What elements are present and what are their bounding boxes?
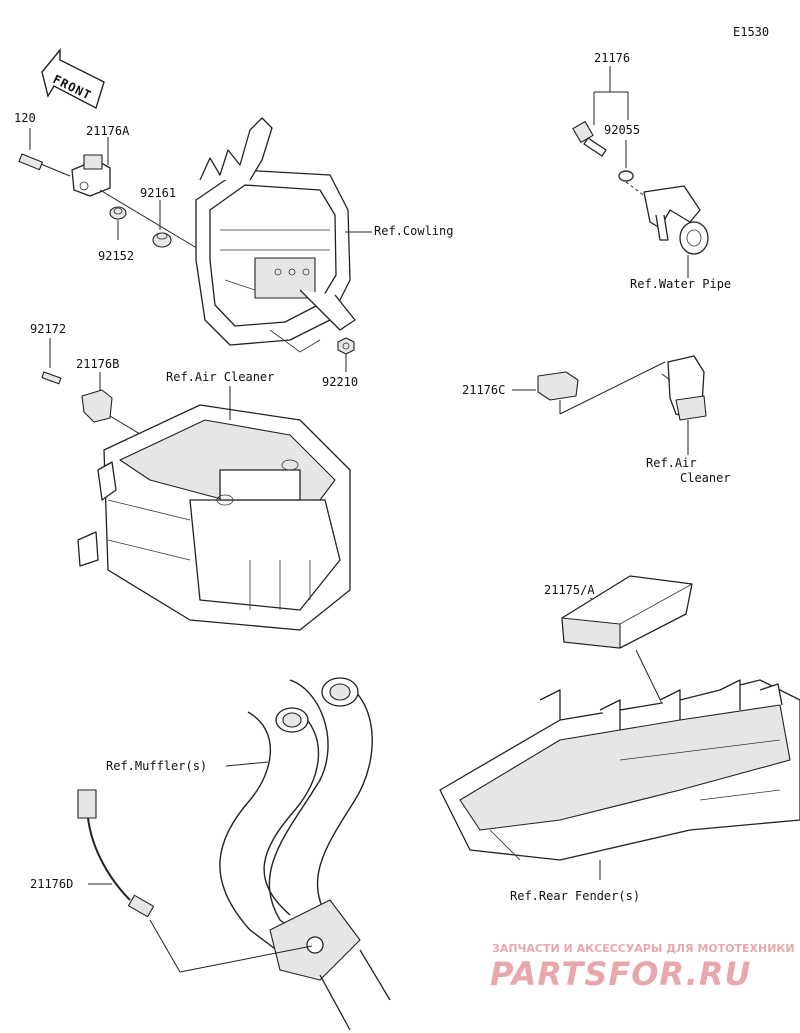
- air-cleaner-duct-icon: [661, 355, 707, 421]
- sensor-21176c-icon: [537, 361, 666, 415]
- muffler-pipes-icon: [219, 677, 391, 1031]
- nut-92210-icon: [337, 337, 355, 355]
- rear-fender-icon: [439, 679, 800, 861]
- sensor-21176a-icon: [18, 153, 201, 251]
- air-cleaner-box-icon: [77, 404, 351, 631]
- bolt-92172-icon: [41, 371, 62, 385]
- part-21176-label: 21176: [594, 51, 630, 65]
- part-92210-label: 92210: [322, 375, 358, 389]
- watermark-tagline: ЗАПЧАСТИ И АКСЕССУАРЫ ДЛЯ МОТОТЕХНИКИ: [492, 942, 795, 955]
- ref-water-pipe-label: Ref.Water Pipe: [630, 277, 731, 291]
- part-21176c-label: 21176C: [462, 383, 505, 397]
- diagram-code: E1530: [733, 25, 769, 39]
- part-21176a-label: 21176A: [86, 124, 130, 138]
- part-120-label: 120: [14, 111, 36, 125]
- part-21176b-label: 21176B: [76, 357, 119, 371]
- cowling-frame-icon: [195, 117, 356, 353]
- part-92055-label: 92055: [604, 123, 640, 137]
- part-21176d-label: 21176D: [30, 877, 73, 891]
- ref-mufflers-label: Ref.Muffler(s): [106, 759, 207, 773]
- ref-cowling-label: Ref.Cowling: [374, 224, 453, 238]
- ref-air-cleaner-right-label-1: Ref.Air: [646, 456, 697, 470]
- part-21175a-label: 21175/A: [544, 583, 595, 597]
- watermark-brand: PARTSFOR.RU: [490, 955, 751, 993]
- front-arrow-icon: FRONT: [41, 48, 105, 110]
- water-pipe-icon: [643, 185, 709, 255]
- temp-sensor-21176-icon: [572, 121, 607, 157]
- grommet-92152-icon: [109, 206, 127, 220]
- ref-air-cleaner-label: Ref.Air Cleaner: [166, 370, 274, 384]
- collar-92161-icon: [152, 232, 172, 248]
- part-92161-label: 92161: [140, 186, 176, 200]
- part-92172-label: 92172: [30, 322, 66, 336]
- ref-air-cleaner-right-label-2: Cleaner: [680, 471, 731, 485]
- sensor-21176b-icon: [81, 389, 151, 441]
- oxygen-sensor-21176d-icon: [77, 789, 313, 973]
- part-92152-label: 92152: [98, 249, 134, 263]
- ref-rear-fender-label: Ref.Rear Fender(s): [510, 889, 640, 903]
- o-ring-92055-icon: [618, 170, 634, 182]
